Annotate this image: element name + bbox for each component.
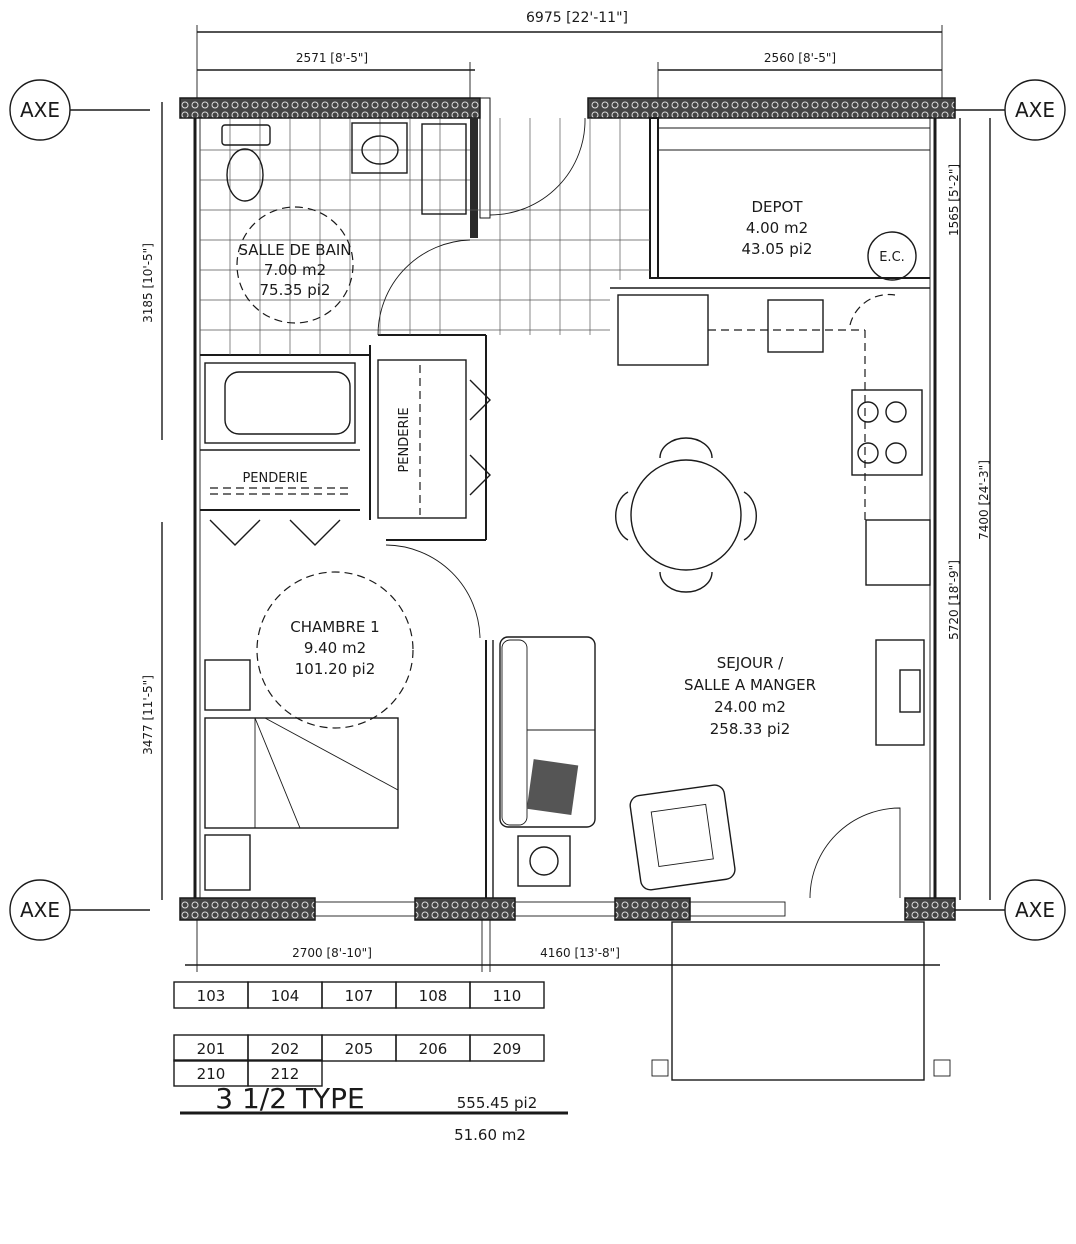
unit-number: 205 xyxy=(345,1040,374,1058)
bathtub-icon xyxy=(204,362,356,444)
dimension-left-upper: 3185 [10'-5"] xyxy=(141,243,155,323)
axis-marker-bottom-left: AXE xyxy=(9,879,150,941)
living-area-m2: 24.00 m2 xyxy=(714,698,786,716)
kitchen-counter xyxy=(617,293,931,586)
dimension-right-lower: 5720 [18'-9"] xyxy=(947,560,961,640)
interior-walls xyxy=(200,97,930,898)
bed-icon xyxy=(204,717,399,829)
dining-table-icon xyxy=(615,437,757,593)
tile-floor xyxy=(200,118,650,355)
dimension-bottom-right: 4160 [13'-8"] xyxy=(540,946,620,960)
unit-number: 110 xyxy=(493,987,522,1005)
entry-door-swing xyxy=(489,117,586,216)
storage-name: DEPOT xyxy=(751,198,803,216)
balcony xyxy=(671,921,925,1081)
balcony-post xyxy=(933,1059,951,1077)
window xyxy=(314,901,416,917)
bedroom-area-m2: 9.40 m2 xyxy=(304,639,366,657)
nightstand xyxy=(204,834,251,891)
bathroom-name: SALLE DE BAIN xyxy=(238,241,351,259)
axis-marker-bottom-right: AXE xyxy=(955,879,1066,941)
water-heater-label: E.C. xyxy=(879,250,905,265)
closet-vertical-label: PENDERIE xyxy=(397,407,412,472)
living-name-line1: SEJOUR / xyxy=(717,654,784,672)
unit-number: 202 xyxy=(271,1040,300,1058)
exterior-walls xyxy=(179,97,956,921)
total-area-m2: 51.60 m2 xyxy=(454,1126,526,1144)
closet-bifold-doors xyxy=(469,379,491,496)
kitchen-sink-icon xyxy=(767,299,824,353)
bathroom-door-swing xyxy=(377,239,471,336)
bedroom-area-ft2: 101.20 pi2 xyxy=(295,660,376,678)
living-area-ft2: 258.33 pi2 xyxy=(710,720,791,738)
axis-marker-top-left: AXE xyxy=(9,79,150,141)
dimension-top-right: 2560 [8'-5"] xyxy=(764,51,836,65)
sink-icon xyxy=(351,122,408,174)
unit-number: 206 xyxy=(419,1040,448,1058)
nightstand xyxy=(204,659,251,711)
unit-number: 210 xyxy=(197,1065,226,1083)
bedroom-door-swing xyxy=(385,544,481,639)
closet-hall xyxy=(210,487,350,495)
storage-area-m2: 4.00 m2 xyxy=(746,219,808,237)
unit-number: 201 xyxy=(197,1040,226,1058)
closet-hall-label: PENDERIE xyxy=(242,471,307,486)
balcony-door-swing xyxy=(809,807,901,899)
dimension-overall-width: 6975 [22'-11"] xyxy=(526,10,628,26)
dimension-left-lower: 3477 [11'-5"] xyxy=(141,675,155,755)
unit-number: 103 xyxy=(197,987,226,1005)
svg-text:AXE: AXE xyxy=(1015,98,1055,122)
bathroom-area-ft2: 75.35 pi2 xyxy=(260,281,331,299)
unit-number: 209 xyxy=(493,1040,522,1058)
water-heater-icon xyxy=(867,231,917,281)
storage-area-ft2: 43.05 pi2 xyxy=(742,240,813,258)
unit-number: 108 xyxy=(419,987,448,1005)
total-area-ft2: 555.45 pi2 xyxy=(457,1094,538,1112)
bathroom-area-m2: 7.00 m2 xyxy=(264,261,326,279)
toilet-icon xyxy=(221,124,271,202)
unit-cell xyxy=(469,981,545,1009)
svg-text:AXE: AXE xyxy=(1015,898,1055,922)
linen-shelf xyxy=(421,123,467,215)
bedroom-closet-bifold-doors xyxy=(209,519,341,546)
bedroom-turning-circle xyxy=(256,571,414,729)
unit-number: 212 xyxy=(271,1065,300,1083)
closet-vertical xyxy=(377,359,467,519)
armchair-icon xyxy=(629,784,736,891)
living-name-line2: SALLE A MANGER xyxy=(684,676,816,694)
svg-text:AXE: AXE xyxy=(20,898,60,922)
unit-cell xyxy=(247,1059,323,1087)
axis-marker-top-right: AXE xyxy=(955,79,1066,141)
dimension-top-left: 2571 [8'-5"] xyxy=(296,51,368,65)
bedroom-name: CHAMBRE 1 xyxy=(290,618,379,636)
unit-number: 104 xyxy=(271,987,300,1005)
unit-cell xyxy=(469,1034,545,1062)
turning-circle xyxy=(236,206,354,324)
dimension-overall-depth: 7400 [24'-3"] xyxy=(977,460,991,540)
fridge-icon xyxy=(865,519,931,586)
stove-icon xyxy=(851,389,923,476)
storage-shelves xyxy=(658,127,930,151)
dimension-lines xyxy=(161,25,991,972)
lamp-icon xyxy=(529,846,559,876)
unit-numbers-table: 103 104 107 108 110 201 202 205 206 209 210 212 xyxy=(173,981,545,1087)
dimension-right-upper: 1565 [5'-2"] xyxy=(947,164,961,236)
dimension-bottom-left: 2700 [8'-10"] xyxy=(292,946,372,960)
window xyxy=(689,901,786,917)
window xyxy=(514,901,616,917)
svg-text:AXE: AXE xyxy=(20,98,60,122)
unit-number: 107 xyxy=(345,987,374,1005)
sofa-icon xyxy=(499,636,596,828)
tv-icon xyxy=(875,639,925,746)
unit-type-title: 3 1/2 TYPE xyxy=(215,1082,364,1115)
side-table xyxy=(517,835,571,887)
balcony-post xyxy=(651,1059,669,1077)
